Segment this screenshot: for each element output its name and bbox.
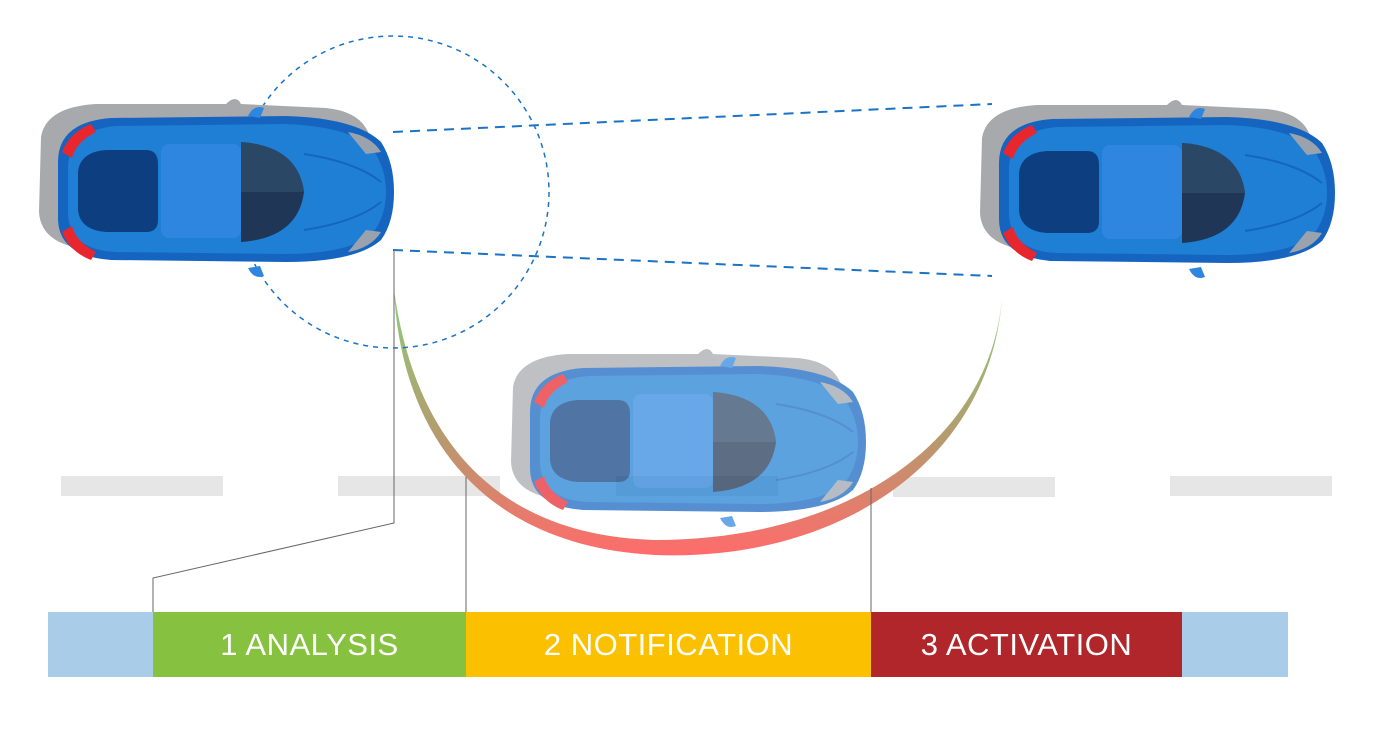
phase-activation: 3 ACTIVATION (871, 612, 1182, 677)
phase-analysis-label: 1 ANALYSIS (220, 626, 399, 662)
sight-line-upper (392, 103, 993, 133)
sight-line-lower (392, 249, 993, 277)
car-top-view-icon (510, 348, 867, 528)
car-top-view-icon (38, 98, 395, 278)
lane-dash (338, 476, 500, 496)
phase-bar-edge-left (48, 612, 153, 677)
lane-dash (1170, 476, 1332, 496)
lane-dash (893, 477, 1055, 497)
phase-bar-edge-right (1182, 612, 1288, 677)
phase-notification: 2 NOTIFICATION (466, 612, 871, 677)
connector-analysis (152, 250, 395, 612)
phase-activation-label: 3 ACTIVATION (920, 626, 1133, 662)
car-top-view-icon (979, 99, 1336, 279)
phase-notification-label: 2 NOTIFICATION (543, 626, 794, 662)
phase-analysis: 1 ANALYSIS (153, 612, 466, 677)
lane-dash (61, 476, 223, 496)
sensor-range-circle (236, 35, 550, 349)
